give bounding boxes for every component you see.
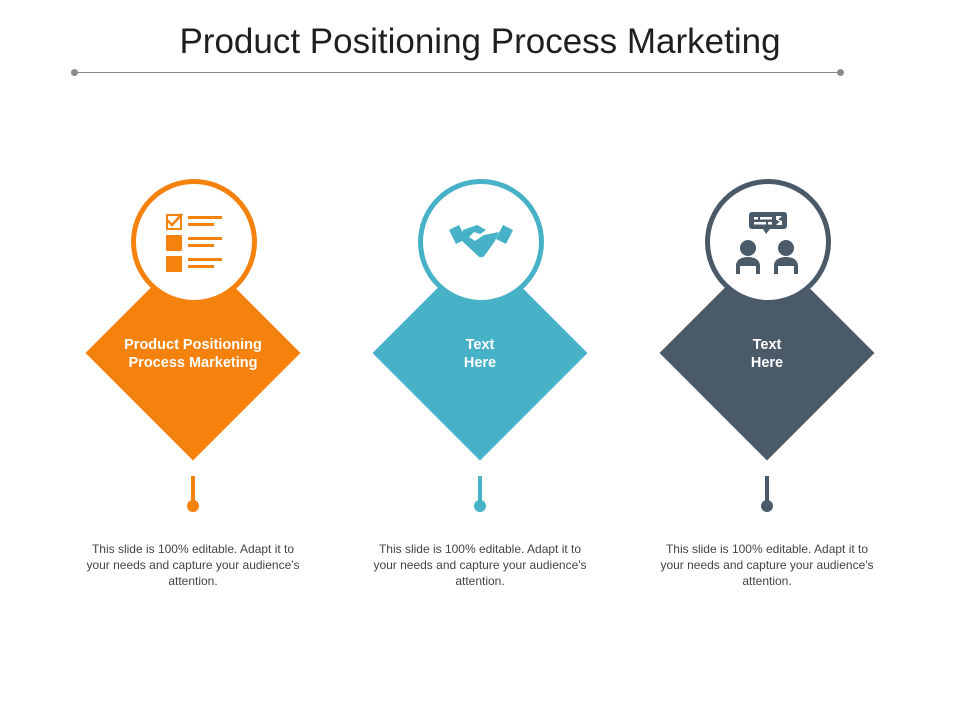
step-label: Text Here — [667, 336, 867, 372]
title-divider — [74, 72, 842, 73]
conversation-icon — [736, 212, 798, 274]
connector-dot — [187, 500, 199, 512]
step-label: Product Positioning Process Marketing — [93, 336, 293, 372]
step-description: This slide is 100% editable. Adapt it to… — [373, 542, 587, 588]
step-label-line-2: Here — [463, 355, 497, 371]
connector-stem — [191, 476, 195, 502]
connector-dot — [474, 500, 486, 512]
step-label-line-2: Here — [750, 355, 784, 371]
step-label: Text Here — [380, 336, 580, 372]
step-card-2: Text Here — [353, 176, 607, 516]
divider-right-dot — [837, 69, 844, 76]
step-label-line-2: Process Marketing — [128, 355, 258, 371]
slide-title: Product Positioning Process Marketing — [179, 22, 781, 61]
connector-dot — [761, 500, 773, 512]
step-card-3: Text Here — [640, 176, 894, 516]
step-label-line-1: Product Positioning — [124, 337, 262, 353]
icon-circle — [418, 179, 544, 305]
step-label-line-1: Text — [465, 337, 495, 353]
step-description: This slide is 100% editable. Adapt it to… — [86, 542, 300, 588]
step-label-line-1: Text — [752, 337, 782, 353]
connector-stem — [765, 476, 769, 502]
icon-circle — [705, 179, 831, 305]
handshake-icon — [449, 225, 513, 258]
connector-stem — [478, 476, 482, 502]
checklist-icon — [166, 213, 222, 272]
step-card-1: Product Positioning Process Marketing — [66, 176, 320, 516]
step-description: This slide is 100% editable. Adapt it to… — [660, 542, 874, 588]
icon-circle — [131, 179, 257, 305]
divider-left-dot — [71, 69, 78, 76]
